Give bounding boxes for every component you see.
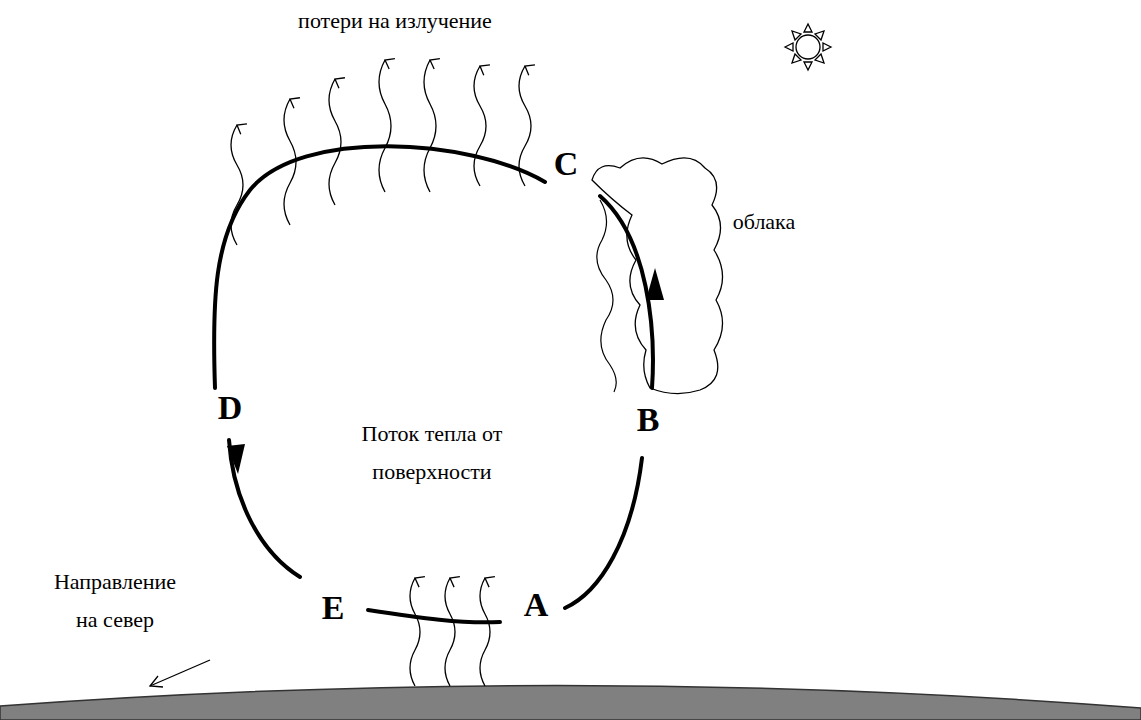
point-letter: E: [322, 589, 345, 627]
arrowhead: [646, 268, 664, 300]
circulation-loop: [214, 146, 653, 622]
point-letter: B: [637, 401, 660, 439]
radiation-label: потери на излучение: [235, 2, 555, 40]
north-label: Направление на север: [48, 563, 183, 639]
point-letter: A: [524, 586, 549, 624]
heat-flux-arrows: [410, 578, 490, 686]
point-letter: D: [218, 389, 243, 427]
sun: [785, 24, 831, 70]
cloud: [592, 158, 723, 394]
north-arrow: [150, 660, 210, 686]
arrowhead: [227, 444, 245, 474]
cloud-label: облака: [733, 203, 796, 241]
north-arrowhead: [150, 676, 163, 687]
radiation-arrows: [231, 60, 531, 245]
cloud-edge: [597, 200, 616, 392]
point-letter: C: [554, 145, 579, 183]
ground: [0, 685, 1141, 720]
heat-flux-label: Поток тепла от поверхности: [342, 415, 522, 491]
